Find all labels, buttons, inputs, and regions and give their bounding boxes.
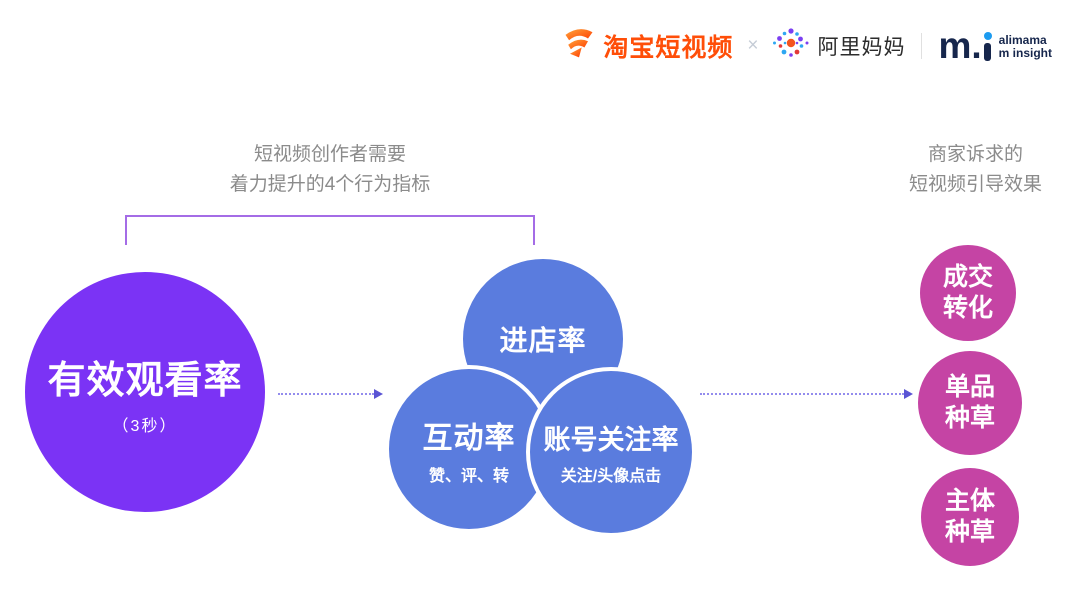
- merchant-goals-caption-line2: 短视频引导效果: [908, 174, 1042, 195]
- item-seeding-circle: 单品 种草: [918, 351, 1022, 455]
- m-insight-logo: m . alimama m insight: [938, 24, 1052, 66]
- brand-seeding-line2: 种草: [944, 518, 995, 546]
- logo-x-separator: ×: [747, 34, 759, 56]
- taobao-video-label: 淘宝短视频: [603, 33, 734, 62]
- merchant-goals-caption: 商家诉求的 短视频引导效果: [878, 140, 1073, 200]
- interaction-rate-circle: 互动率 赞、评、转: [385, 365, 553, 533]
- m-insight-sub-line2: m insight: [998, 45, 1052, 60]
- brand-seeding-line1: 主体: [944, 487, 995, 515]
- m-insight-subtext: alimama m insight: [998, 32, 1052, 61]
- taobao-video-icon: [561, 25, 597, 66]
- conversion-line2: 转化: [942, 294, 993, 322]
- alimama-burst-icon: [772, 24, 810, 67]
- metrics-bracket: [125, 215, 535, 245]
- m-insight-sub-line1: alimama: [998, 32, 1047, 47]
- creator-metrics-caption-line2: 着力提升的4个行为指标: [229, 174, 431, 195]
- merchant-goals-caption-line1: 商家诉求的: [927, 144, 1023, 165]
- creator-metrics-caption: 短视频创作者需要 着力提升的4个行为指标: [175, 140, 485, 200]
- m-insight-m: m: [938, 24, 972, 66]
- taobao-video-logo: 淘宝短视频: [561, 25, 733, 66]
- effective-view-rate-subtitle: （3秒）: [112, 417, 178, 435]
- account-follow-rate-subtitle: 关注/头像点击: [560, 468, 662, 485]
- effective-view-rate-circle: 有效观看率 （3秒）: [25, 272, 265, 512]
- logo-bar: 淘宝短视频 × 阿里妈妈 m: [561, 24, 1052, 67]
- m-insight-i-glyph: [983, 31, 992, 61]
- store-entry-rate-title: 进店率: [499, 325, 587, 356]
- item-seeding-line1: 单品: [944, 373, 995, 401]
- logo-divider: [921, 32, 923, 59]
- m-insight-period: .: [971, 24, 982, 66]
- conversion-circle: 成交 转化: [920, 245, 1016, 341]
- account-follow-rate-title: 账号关注率: [543, 425, 679, 455]
- account-follow-rate-circle: 账号关注率 关注/头像点击: [526, 367, 696, 537]
- effective-view-rate-title: 有效观看率: [47, 359, 243, 402]
- m-insight-i-stem: [984, 42, 992, 61]
- interaction-rate-title: 互动率: [422, 421, 516, 455]
- item-seeding-line2: 种草: [944, 404, 995, 432]
- alimama-label: 阿里妈妈: [817, 35, 906, 59]
- brand-seeding-circle: 主体 种草: [921, 468, 1019, 566]
- conversion-line1: 成交: [942, 263, 993, 291]
- creator-metrics-caption-line1: 短视频创作者需要: [253, 144, 406, 165]
- alimama-logo: 阿里妈妈: [772, 24, 905, 67]
- m-insight-i-dot-icon: [983, 31, 992, 40]
- arrow-behaviors-to-outcomes: [700, 389, 913, 399]
- interaction-rate-subtitle: 赞、评、转: [428, 467, 509, 485]
- arrow-source-to-behaviors: [278, 389, 383, 399]
